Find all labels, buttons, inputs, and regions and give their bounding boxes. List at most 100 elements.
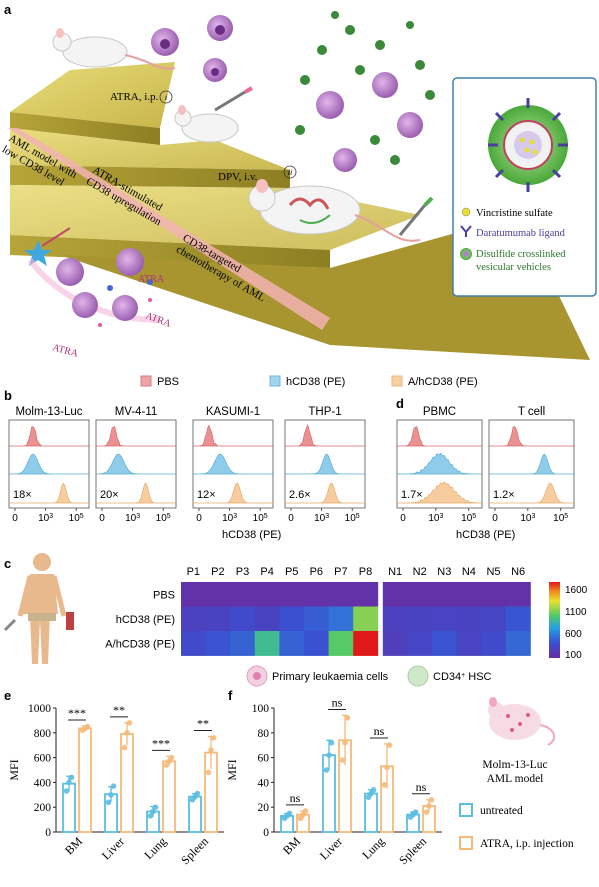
fold-change: 20× — [100, 489, 119, 501]
targeted-cells-cluster — [295, 11, 435, 172]
category-label: Liver — [317, 834, 345, 862]
nanoparticle-legend: Vincristine sulfate Daratumumab ligand D… — [460, 207, 566, 273]
data-point — [339, 757, 346, 763]
legend-vesicle-line1: Disulfide crosslinked — [476, 249, 566, 260]
legend-vesicle-line2: vesicular vehicles — [476, 262, 551, 273]
heatmap-cell — [279, 631, 305, 656]
heatmap-cell — [205, 606, 231, 632]
category-label: Spleen — [396, 834, 429, 867]
significance-label: *** — [152, 736, 170, 750]
heatmap-cell — [407, 631, 433, 656]
data-point — [68, 774, 75, 781]
heatmap-row-label: A/hCD38 (PE) — [105, 638, 175, 650]
x-tick-label: 0 — [99, 513, 105, 524]
category-label: Spleen — [178, 834, 211, 867]
significance-label: ** — [197, 717, 209, 731]
nanoparticle-inset — [452, 77, 597, 297]
heatmap-cell — [456, 606, 482, 632]
heatmap-row-label: hCD38 (PE) — [116, 614, 175, 626]
significance-label: ns — [332, 695, 343, 709]
cbar-tick-1600: 1600 — [565, 585, 588, 596]
flow-frame — [488, 419, 575, 509]
y-tick-label: 40 — [258, 777, 270, 789]
data-point — [370, 787, 377, 793]
legend-daratumumab: Daratumumab ligand — [476, 228, 566, 239]
panel-b-xlabel: hCD38 (PE) — [222, 529, 281, 541]
flow-histogram — [9, 426, 89, 447]
heatmap-cell — [481, 606, 507, 632]
flow-legend: PBS hCD38 (PE) A/hCD38 (PE) — [140, 375, 478, 388]
heatmap-col-label: N6 — [511, 566, 525, 578]
heatmap-cell — [505, 631, 531, 656]
data-point — [344, 715, 351, 721]
significance-label: ns — [374, 724, 385, 738]
flow-frame — [95, 419, 177, 509]
heatmap-col-label: P7 — [334, 566, 347, 578]
heatmap-col-label: P1 — [187, 566, 200, 578]
heatmap-cell — [279, 582, 305, 607]
bar — [162, 760, 176, 833]
flow-histogram — [9, 453, 89, 475]
flow-histogram — [285, 453, 365, 475]
x-tick-label: 105 — [156, 513, 171, 525]
x-tick-label: 105 — [253, 513, 268, 525]
heatmap-cell — [432, 582, 457, 607]
flow-title: Molm-13-Luc — [15, 406, 82, 418]
flow-frame — [8, 419, 90, 509]
heatmap-col-label: P8 — [359, 566, 372, 578]
x-tick-label: 0 — [196, 513, 202, 524]
heatmap-col-label: N2 — [413, 566, 427, 578]
heatmap-cell — [254, 582, 280, 607]
y-tick-label: 0 — [263, 827, 269, 839]
x-tick-label: 103 — [314, 513, 329, 525]
legend-ahcd38: A/hCD38 (PE) — [408, 376, 478, 388]
x-tick-label: 103 — [125, 513, 140, 525]
data-point — [150, 808, 156, 815]
flow-histogram — [9, 482, 89, 504]
x-tick-label: 105 — [553, 513, 568, 525]
panel-label-c: c — [4, 556, 11, 571]
heatmap-cell — [407, 582, 433, 607]
fold-change: 1.7× — [401, 489, 423, 501]
legend-vincristine: Vincristine sulfate — [476, 208, 553, 219]
heatmap-cell — [230, 631, 256, 656]
panel-d-xlabel: hCD38 (PE) — [456, 529, 515, 541]
heatmap-cell — [353, 606, 379, 632]
heatmap-legend: Primary leukaemia cells CD34+ HSC — [246, 665, 492, 687]
x-tick-label: 105 — [345, 513, 360, 525]
flow-histogram — [489, 482, 574, 504]
significance-label: ns — [416, 780, 427, 794]
y-tick-label: 100 — [252, 703, 270, 715]
step-ii-label: DPV, i.v. — [218, 171, 258, 183]
data-point — [168, 754, 175, 761]
data-point — [423, 809, 430, 815]
y-tick-label: 1000 — [28, 703, 51, 715]
category-label: Liver — [99, 834, 127, 862]
flow-frame — [192, 419, 274, 509]
fold-change: 2.6× — [289, 489, 311, 501]
flow-title: THP-1 — [308, 406, 341, 418]
cbar-tick-100: 100 — [565, 650, 582, 661]
x-tick-label: 0 — [400, 513, 406, 524]
legend-hcd38: hCD38 (PE) — [286, 376, 345, 388]
atra-cells — [24, 227, 161, 327]
flow-histogram — [193, 424, 273, 447]
flow-histogram — [193, 453, 273, 475]
data-point — [384, 764, 390, 771]
heatmap-col-label: N1 — [388, 566, 402, 578]
category-label: BM — [62, 834, 85, 857]
panel-label-e: e — [4, 688, 11, 703]
legend-hsc: CD34+ HSC — [433, 671, 492, 683]
category-label: BM — [280, 834, 303, 857]
mouse-3 — [248, 179, 434, 242]
data-point — [386, 742, 393, 748]
flow-title: PBMC — [423, 406, 456, 418]
heatmap-cell — [205, 582, 231, 607]
heatmap-col-label: P3 — [236, 566, 249, 578]
data-point — [152, 804, 159, 810]
data-point — [426, 803, 432, 809]
leukemia-cells-top — [151, 15, 233, 82]
